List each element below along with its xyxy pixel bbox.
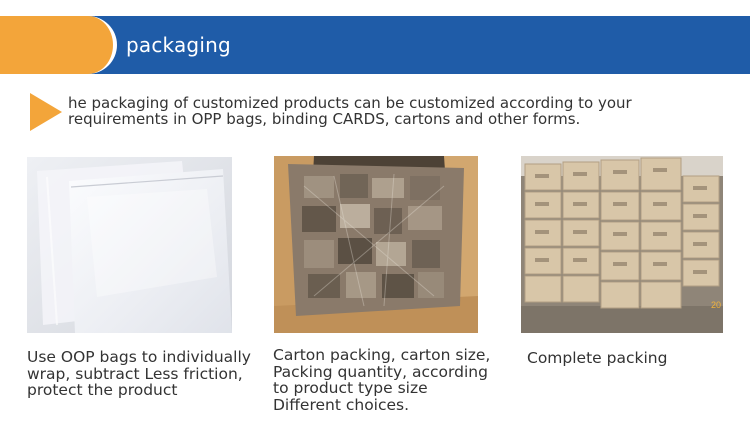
caption-opp-bags: Use OOP bags to individually wrap, subtr… [27, 349, 267, 399]
caption-line: Carton packing, carton size, [273, 346, 491, 364]
caption-complete-packing: Complete packing [527, 350, 727, 367]
carton-illustration [274, 156, 478, 333]
header-bar [0, 16, 750, 74]
complete-packing-photo: 20 [521, 156, 723, 333]
stacked-cartons-illustration: 20 [521, 156, 723, 333]
header-accent-tab [0, 16, 117, 74]
carton-packing-photo [274, 156, 478, 333]
caption-line: Packing quantity, according [273, 362, 488, 381]
caption-line: Use OOP bags to individually [27, 348, 251, 366]
opp-bags-photo [27, 157, 232, 333]
page-title: packaging [126, 33, 231, 57]
caption-line: protect the product [27, 381, 178, 399]
triangle-bullet-icon [30, 93, 62, 131]
intro-line: requirements in OPP bags, binding CARDS,… [68, 110, 581, 128]
intro-paragraph: he packaging of customized products can … [68, 95, 708, 127]
caption-line: wrap, subtract Less friction, [27, 364, 243, 383]
opp-bags-illustration [27, 157, 232, 333]
caption-line: to product type size [273, 379, 428, 397]
photo-timestamp-mark: 20 [711, 300, 721, 310]
caption-line: Complete packing [527, 349, 668, 367]
caption-line: Different choices. [273, 395, 410, 414]
caption-carton-packing: Carton packing, carton size, Packing qua… [273, 347, 513, 413]
intro-line: he packaging of customized products can … [68, 94, 632, 112]
